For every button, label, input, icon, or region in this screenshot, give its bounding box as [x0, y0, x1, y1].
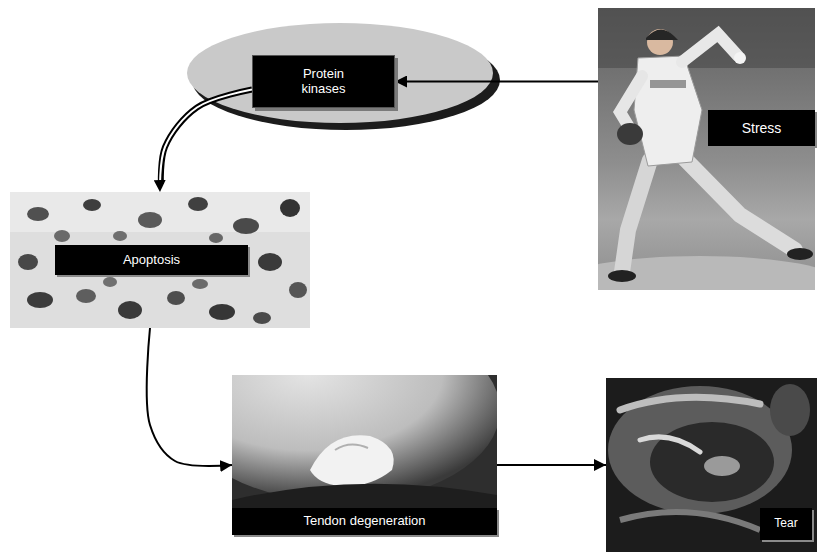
grey-ellipse: [187, 23, 493, 123]
node-label: Tear: [774, 517, 797, 531]
arrow-connector: [395, 81, 598, 83]
tear-photo: [606, 378, 817, 552]
node-label: Protein kinases: [284, 67, 364, 97]
arrow-connector: [147, 328, 232, 466]
node-label: Apoptosis: [123, 253, 180, 268]
photo-panel: Stress: [598, 8, 815, 290]
histology-photo: [10, 192, 310, 328]
process-box: Protein kinases: [252, 55, 395, 108]
arthroscopy-photo: [232, 375, 497, 509]
photo-panel: Tendon degeneration: [232, 375, 497, 535]
photo-panel: Apoptosis: [10, 192, 310, 328]
label-box: Tear: [760, 508, 812, 540]
node-label: Stress: [742, 120, 782, 136]
connector-casing: [161, 89, 252, 184]
pitcher-photo: [598, 8, 815, 290]
label-box: Stress: [708, 110, 815, 146]
label-box: Apoptosis: [55, 245, 248, 275]
node-label: Tendon degeneration: [303, 514, 425, 529]
photo-panel: Tear: [606, 378, 817, 552]
arrow-connector: [497, 464, 606, 466]
arrow-connector: [160, 89, 252, 192]
label-box: Tendon degeneration: [232, 508, 497, 535]
